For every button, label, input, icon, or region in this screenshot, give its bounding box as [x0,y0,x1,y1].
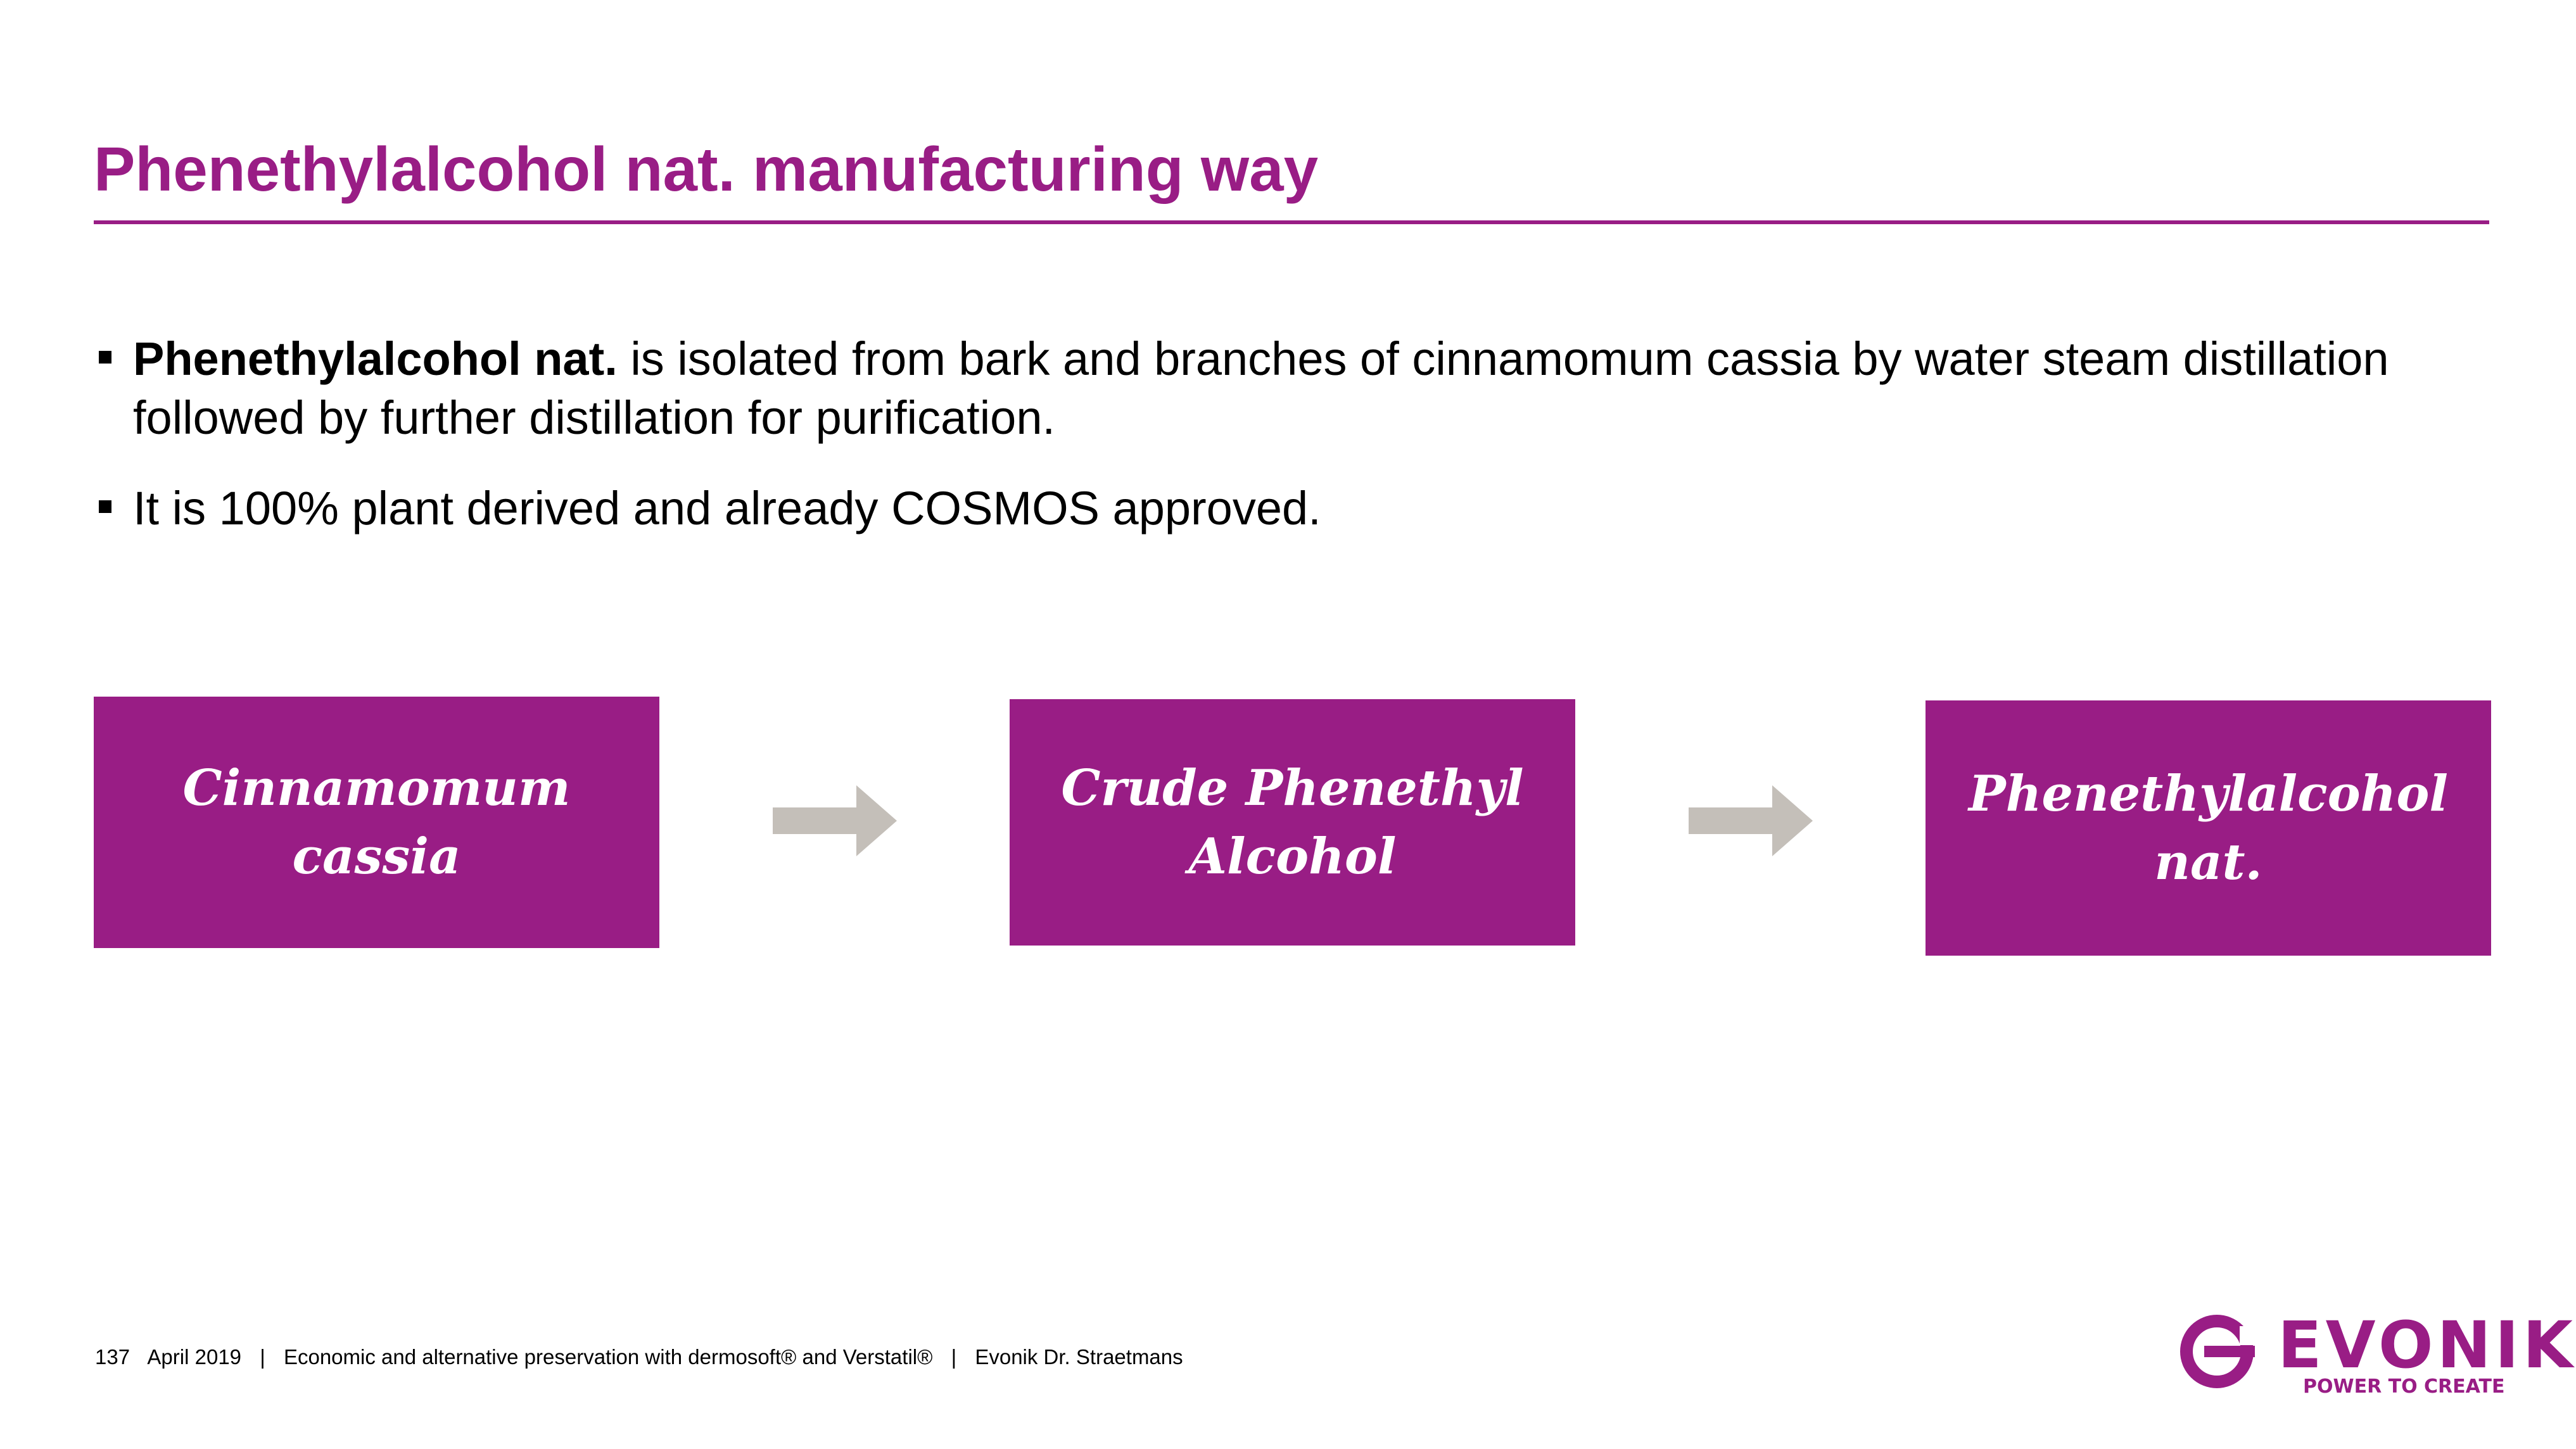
slide-title: Phenethylalcohol nat. manufacturing way [94,134,1319,204]
flow-step-final-product: Phenethylalcohol nat. [1926,700,2491,956]
flow-step-crude: Crude Phenethyl Alcohol [1010,699,1575,946]
flow-step-label: Crude Phenethyl [1061,759,1524,817]
slide-footer: 137 April 2019 | Economic and alternativ… [95,1345,1196,1369]
footer-separator: | [260,1345,265,1369]
evonik-logo: EVONIK POWER TO CREATE [2179,1311,2573,1400]
logo-wordmark: EVONIK [2278,1308,2576,1383]
footer-author: Evonik Dr. Straetmans [975,1345,1183,1369]
bullet-list: Phenethylalcohol nat. is isolated from b… [94,329,2494,569]
evonik-logo-mark-icon [2180,1315,2255,1388]
footer-date: April 2019 [147,1345,242,1369]
title-divider [94,220,2489,224]
right-arrow-icon [1689,785,1813,856]
bullet-text: It is 100% plant derived and already COS… [133,482,1321,535]
square-bullet-icon [99,500,111,513]
flow-step-label: Cinnamomum cassia [182,759,571,885]
bullet-item: It is 100% plant derived and already COS… [94,479,2494,538]
bullet-text: is isolated from bark and branches of ci… [133,332,2389,444]
flow-step-label-line2: Alcohol [1188,827,1397,885]
logo-tagline: POWER TO CREATE [2303,1376,2505,1398]
right-arrow-icon [773,785,897,856]
flow-step-label: Phenethylalcohol nat. [1968,764,2449,891]
bullet-bold-text: Phenethylalcohol nat. [133,332,618,385]
page-number: 137 [95,1345,130,1369]
footer-presentation-title: Economic and alternative preservation wi… [283,1345,933,1369]
square-bullet-icon [99,351,111,364]
footer-separator: | [951,1345,957,1369]
flow-step-raw-material: Cinnamomum cassia [94,697,659,948]
bullet-item: Phenethylalcohol nat. is isolated from b… [94,329,2494,447]
